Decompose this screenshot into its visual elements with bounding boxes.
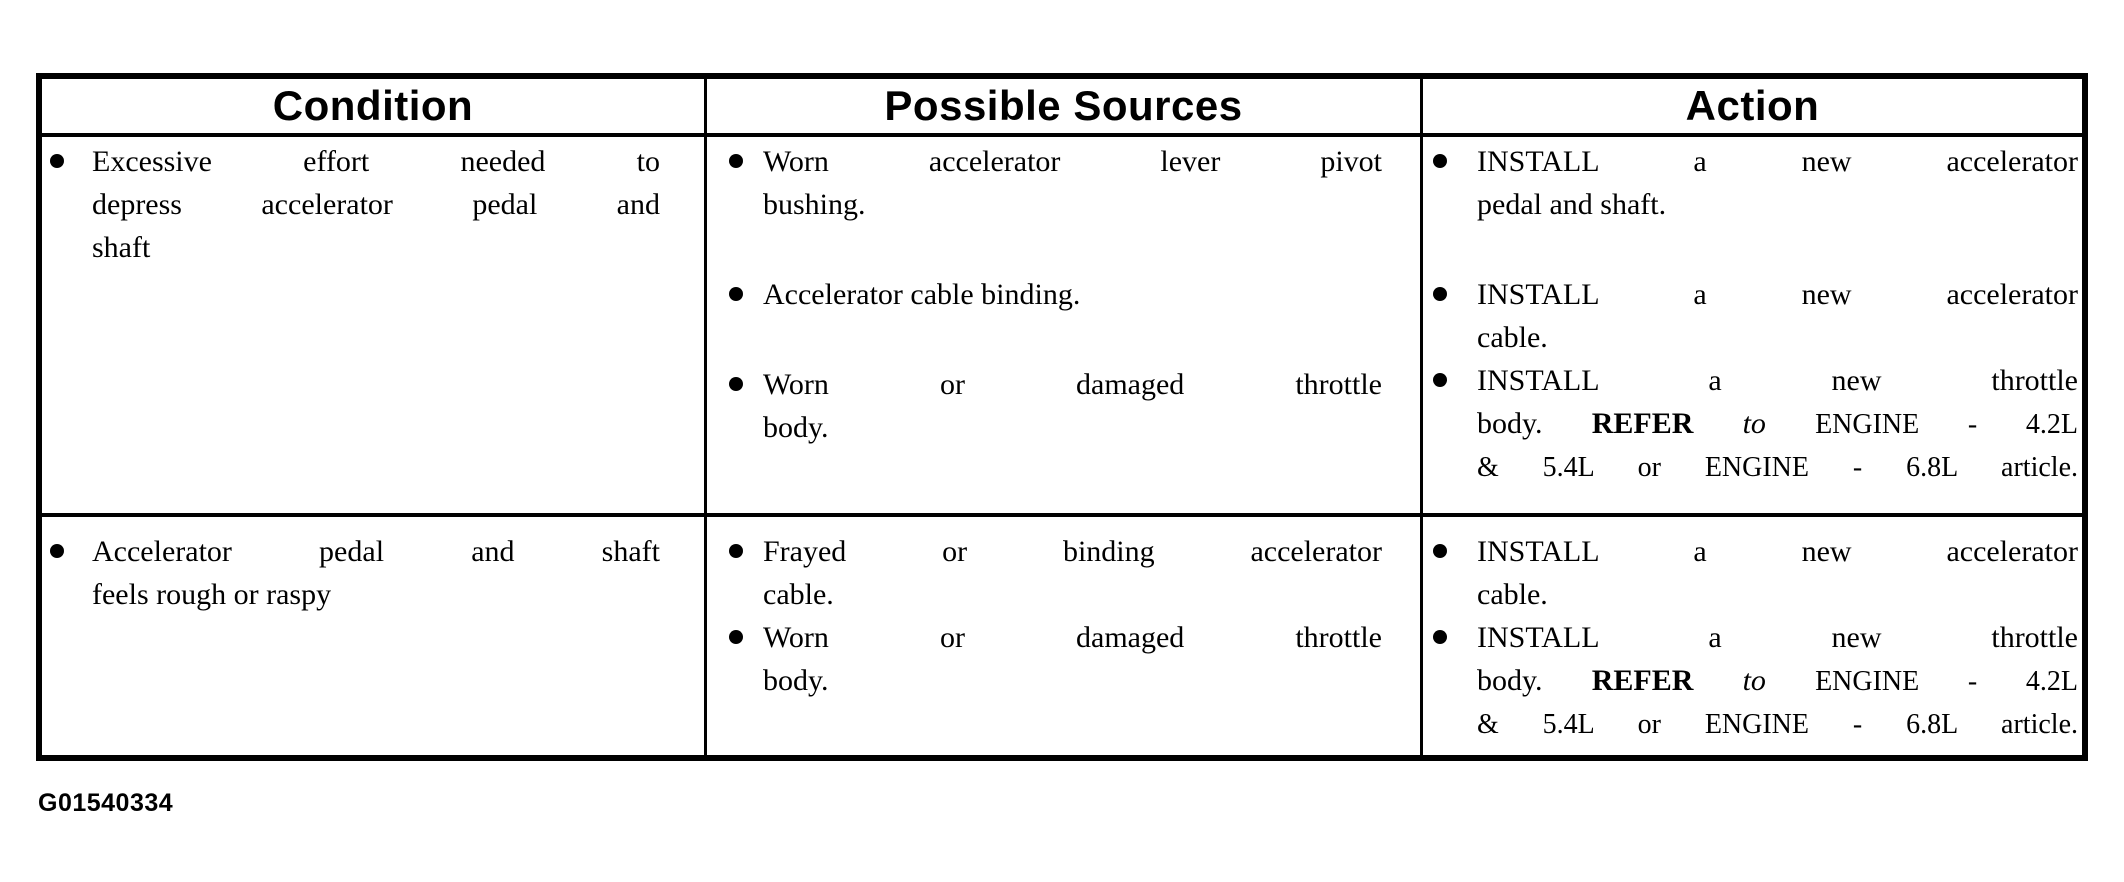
text-segment-refer: REFER (1591, 664, 1694, 697)
cell-row1-condition: Excessive effort needed to depress accel… (42, 137, 707, 517)
list-item: INSTALL a new accelerator pedal and shaf… (1423, 140, 2082, 226)
text-line: feels rough or raspy (92, 578, 332, 611)
list-item: INSTALL a new throttle body. REFER to EN… (1423, 616, 2082, 746)
text-line: cable. (1477, 578, 1548, 611)
bullet-icon (50, 544, 64, 558)
text-line: body. (763, 411, 829, 444)
text-line: INSTALL a new throttle (1477, 621, 2078, 654)
list-item: Worn or damaged throttle body. (707, 363, 1420, 449)
list-item: INSTALL a new throttle body. REFER to EN… (1423, 359, 2082, 489)
list-item: INSTALL a new accelerator cable. (1423, 530, 2082, 616)
text-segment-to: to (1693, 407, 1816, 440)
text-line: Frayed or binding accelerator (763, 535, 1382, 568)
text-line: INSTALL a new accelerator (1477, 145, 2078, 178)
diagnostic-table: Condition Possible Sources Action Excess… (36, 73, 2088, 761)
text-segment-engine-ref: ENGINE - 4.2L (1815, 666, 2078, 697)
text-segment: body. (1477, 407, 1592, 440)
cell-row2-possible-sources: Frayed or binding accelerator cable. Wor… (707, 517, 1423, 755)
cell-row1-action: INSTALL a new accelerator pedal and shaf… (1423, 137, 2082, 517)
bullet-icon (1433, 544, 1447, 558)
text-line: cable. (1477, 321, 1548, 354)
text-segment: body. (1477, 664, 1592, 697)
text-line: body. (763, 664, 829, 697)
bullet-icon (729, 287, 743, 301)
bullet-icon (729, 377, 743, 391)
figure-id-label: G01540334 (38, 789, 174, 817)
column-header-possible-sources: Possible Sources (707, 79, 1423, 137)
text-line: INSTALL a new accelerator (1477, 278, 2078, 311)
bullet-icon (729, 630, 743, 644)
bullet-icon (729, 154, 743, 168)
bullet-icon (1433, 630, 1447, 644)
text-line: Worn accelerator lever pivot (763, 145, 1382, 178)
text-line: Worn or damaged throttle (763, 621, 1382, 654)
text-line: & 5.4L or ENGINE - 6.8L article. (1477, 452, 2078, 483)
list-item: Frayed or binding accelerator cable. (707, 530, 1420, 616)
text-segment-to: to (1693, 664, 1816, 697)
text-line: INSTALL a new accelerator (1477, 535, 2078, 568)
column-header-label: Possible Sources (884, 82, 1243, 129)
bullet-icon (50, 154, 64, 168)
text-line: body. REFER to ENGINE - 4.2L (1477, 402, 2078, 446)
cell-row1-possible-sources: Worn accelerator lever pivot bushing. Ac… (707, 137, 1423, 517)
text-line: bushing. (763, 188, 866, 221)
bullet-icon (1433, 373, 1447, 387)
text-line: depress accelerator pedal and (92, 188, 660, 221)
text-line: Worn or damaged throttle (763, 368, 1382, 401)
text-segment-engine-ref: ENGINE - 4.2L (1815, 409, 2078, 440)
cell-row2-condition: Accelerator pedal and shaft feels rough … (42, 517, 707, 755)
text-line: shaft (92, 231, 151, 264)
text-line: INSTALL a new throttle (1477, 364, 2078, 397)
text-line: cable. (763, 578, 834, 611)
bullet-icon (729, 544, 743, 558)
column-header-label: Action (1685, 82, 1820, 129)
bullet-icon (1433, 154, 1447, 168)
cell-row2-action: INSTALL a new accelerator cable. INSTALL… (1423, 517, 2082, 755)
text-line: pedal and shaft. (1477, 188, 1667, 221)
list-item: Excessive effort needed to depress accel… (42, 140, 704, 269)
text-line: Accelerator cable binding. (763, 278, 1081, 311)
list-item: Worn accelerator lever pivot bushing. (707, 140, 1420, 226)
list-item: Worn or damaged throttle body. (707, 616, 1420, 702)
list-item: INSTALL a new accelerator cable. (1423, 273, 2082, 359)
text-line: Accelerator pedal and shaft (92, 535, 660, 568)
column-header-action: Action (1423, 79, 2082, 137)
list-item: Accelerator pedal and shaft feels rough … (42, 530, 704, 616)
text-line: Excessive effort needed to (92, 145, 660, 178)
text-line: & 5.4L or ENGINE - 6.8L article. (1477, 709, 2078, 740)
column-header-condition: Condition (42, 79, 707, 137)
column-header-label: Condition (272, 82, 474, 129)
text-segment-refer: REFER (1591, 407, 1694, 440)
bullet-icon (1433, 287, 1447, 301)
list-item: Accelerator cable binding. (707, 273, 1420, 316)
text-line: body. REFER to ENGINE - 4.2L (1477, 659, 2078, 703)
